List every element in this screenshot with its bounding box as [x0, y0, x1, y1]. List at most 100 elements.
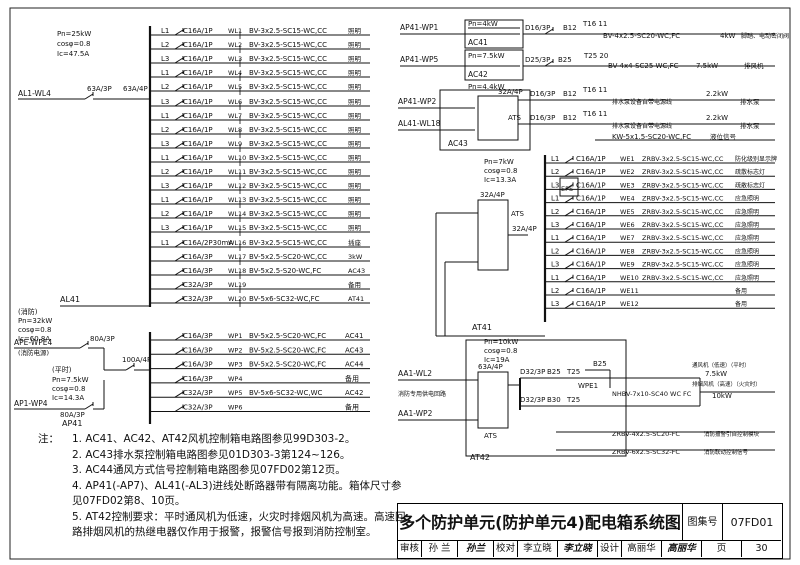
circuit-cable: BV-5x2.5-SC20-WC,FC — [249, 346, 326, 354]
circuit-id: WL5 — [228, 83, 242, 91]
param-label: Pn=25kW — [57, 30, 91, 38]
circuit-use: 照明 — [348, 182, 362, 190]
circuit-phase: L1 — [551, 155, 559, 163]
reviewer-name: 孙 兰 — [422, 541, 458, 557]
ats-box — [477, 371, 509, 429]
circuit-id: WL7 — [228, 112, 242, 120]
circuit-phase: L1 — [161, 112, 169, 120]
param-label: Pn=4kW — [468, 20, 498, 28]
circuit-id: WE6 — [620, 221, 635, 229]
param-label: Pn=7.5kW — [468, 52, 505, 60]
circuit-use: 备用 — [735, 300, 747, 308]
circuit-id: WL16 — [228, 239, 246, 247]
circuit-breaker-label: C16A/1P — [576, 155, 606, 163]
circuit-breaker — [174, 255, 184, 262]
param-label: Pn=7kW — [484, 158, 514, 166]
circuit-breaker — [174, 100, 184, 107]
source-label-ape: APE-WPE4 — [14, 338, 52, 347]
circuit-cable: BV-3x2.5-SC15-WC,CC — [249, 168, 327, 176]
circuit-cable: BV-3x2.5-SC15-WC,CC — [249, 196, 327, 204]
circuit-breaker — [174, 297, 184, 304]
contactor-label: B25 — [547, 368, 561, 376]
circuit-breaker-label: C32A/3P — [183, 389, 213, 397]
panel-label: AC41 — [468, 38, 488, 47]
atlas-number-label: 图集号 — [683, 504, 723, 541]
circuit-phase: L2 — [161, 126, 169, 134]
circuit-breaker — [564, 183, 574, 190]
circuit-cable: BV-3x2.5-SC15-WC,CC — [249, 98, 327, 106]
panel-box — [465, 339, 627, 457]
param-label: Ic=60.8A — [18, 335, 50, 343]
circuit-use: 应急照明 — [735, 274, 759, 282]
note-item: 1. AC41、AC42、AT42风机控制箱电路图参见99D303-2。 — [72, 433, 356, 445]
breaker-label: 63A/3P — [87, 85, 112, 93]
circuit-breaker-label: C16A/1P — [183, 98, 213, 106]
panel-box — [439, 89, 531, 151]
breaker-label: 63A/4P — [478, 363, 503, 371]
panel-label: AC42 — [468, 70, 488, 79]
circuit-cable: BV-3x2.5-SC15-WC,CC — [249, 224, 327, 232]
circuit-id: WL12 — [228, 182, 246, 190]
relay-label: T16 11 — [582, 110, 607, 118]
circuit-use: 备用 — [348, 280, 361, 289]
drawing-title: 多个防护单元(防护单元4)配电箱系统图 — [398, 504, 683, 541]
circuit-id: WL14 — [228, 210, 246, 218]
circuit-breaker — [174, 212, 184, 219]
circuit-breaker-label: C16A/1P — [183, 55, 213, 63]
param-label: cosφ=0.8 — [484, 167, 517, 175]
use-label: 排水泵设备自带电源线 — [612, 122, 672, 130]
circuit-cable: BV-3x2.5-SC15-WC,CC — [249, 112, 327, 120]
breaker-label: 100A/4P — [122, 356, 151, 364]
circuit-phase: L1 — [161, 154, 169, 162]
circuit-use: 照明 — [348, 55, 362, 63]
circuit-id: WL9 — [228, 140, 242, 148]
circuit-breaker-label: C16A/1P — [576, 274, 606, 282]
circuit-cable: ZRBV-3x2.5-SC15-WC,CC — [642, 155, 724, 163]
circuit-phase: L2 — [551, 247, 559, 255]
circuit-cable: BV-3x2.5-SC15-WC,CC — [249, 27, 327, 35]
circuit-use: AC41 — [345, 332, 363, 340]
circuit-breaker-label: C16A/3P — [183, 332, 213, 340]
circuit-cable: BV-3x2.5-SC15-WC,CC — [249, 126, 327, 134]
page-number: 30 — [755, 543, 768, 554]
circuit-id: WL19 — [228, 281, 246, 289]
circuit-phase: L1 — [161, 69, 169, 77]
circuit-use: 照明 — [348, 196, 362, 204]
circuit-use: AC42 — [345, 389, 363, 397]
circuit-id: WL17 — [228, 253, 246, 261]
breaker-contact — [79, 342, 89, 349]
circuit-id: WL11 — [228, 168, 246, 176]
circuit-id: WE4 — [620, 195, 635, 203]
circuit-id: WE10 — [620, 274, 639, 282]
source-label-al1-wl4: AL1-WL4 — [18, 89, 51, 98]
circuit-use: 照明 — [348, 83, 362, 91]
load-label: 2.2kW — [706, 114, 728, 122]
circuit-id: WP5 — [228, 389, 242, 397]
eps-box — [559, 177, 579, 197]
param-label: cosφ=0.8 — [52, 385, 85, 393]
circuit-cable: BV-5x2.5-S20-WC,FC — [249, 267, 321, 275]
circuit-use: 3kW — [348, 253, 363, 261]
circuit-use: 照明 — [348, 210, 362, 218]
circuit-breaker-label: C16A/1P — [183, 83, 213, 91]
breaker-label: 63A/4P — [123, 85, 148, 93]
circuit-breaker — [174, 142, 184, 149]
circuit-breaker-label: C16A/1P — [576, 221, 606, 229]
circuit-cable: BV-5x2.5-SC20-WC,FC — [249, 332, 326, 340]
circuit-breaker-label: C16A/1P — [183, 154, 213, 162]
notes-list: 1. AC41、AC42、AT42风机控制箱电路图参见99D303-2。 2. … — [72, 432, 410, 541]
breaker-label: D16/3P — [530, 114, 555, 122]
circuit-cable: BV-3x2.5-SC15-WC,CC — [249, 154, 327, 162]
circuit-id: WE7 — [620, 234, 635, 242]
circuit-breaker — [564, 197, 574, 204]
contactor-label: B30 — [547, 396, 561, 404]
circuit-breaker — [174, 85, 184, 92]
panel-label-at41: AT41 — [472, 323, 492, 332]
circuit-use: 应急照明 — [735, 221, 759, 229]
contactor-label: B25 — [593, 360, 607, 368]
circuit-breaker — [174, 391, 184, 398]
circuit-id: WE9 — [620, 261, 635, 269]
circuit-breaker-label: C16A/1P — [576, 234, 606, 242]
cable-label: KW-5x1.5-SC20-WC,FC — [612, 133, 691, 141]
circuit-breaker-label: C16A/3P — [183, 375, 213, 383]
